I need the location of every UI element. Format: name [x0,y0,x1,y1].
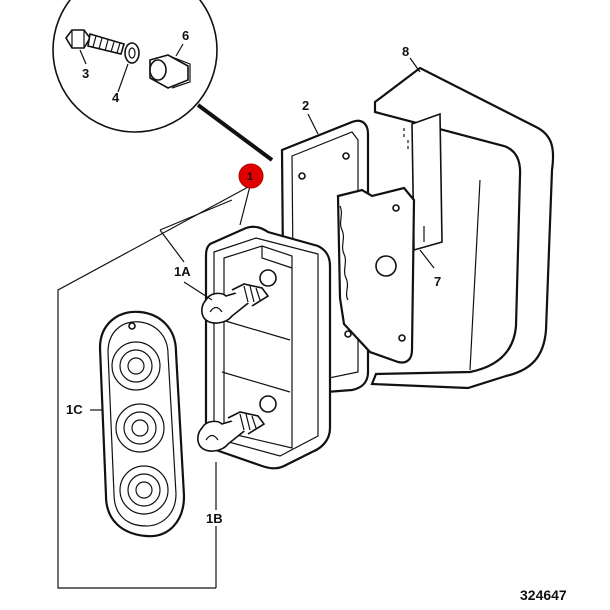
detail-pointer-line [196,103,274,162]
label-bolt: 3 [82,66,89,81]
label-spacer: 6 [182,28,189,43]
leader-lines [90,57,421,588]
spacer-part [149,54,191,89]
assembly-callout-badge [238,163,264,189]
label-gasket: 2 [302,98,309,113]
bolt-part [65,29,125,55]
label-bulb-bottom: 1B [206,511,223,526]
washer-part [124,42,140,64]
detail-circle [52,0,218,133]
label-lens: 1C [66,402,83,417]
bulb-bottom-part [197,411,266,452]
lens-segment-top [111,341,161,391]
detail-magnifier: 3 4 6 [52,0,274,162]
lens-segment-bottom [119,465,169,515]
cover-part [370,66,555,390]
label-bracket-nut: 7 [434,274,441,289]
bulb-top-part [201,283,270,324]
figure-reference-number: 324647 [520,587,567,603]
assembly-boundary: 1 [57,163,264,589]
label-washer: 4 [112,90,120,105]
label-cover: 8 [402,44,409,59]
label-bulb-top: 1A [174,264,191,279]
mounting-plate-part [336,186,435,364]
label-assembly: 1 [247,171,253,183]
lens-part [98,310,186,538]
lens-segment-middle [115,403,165,453]
